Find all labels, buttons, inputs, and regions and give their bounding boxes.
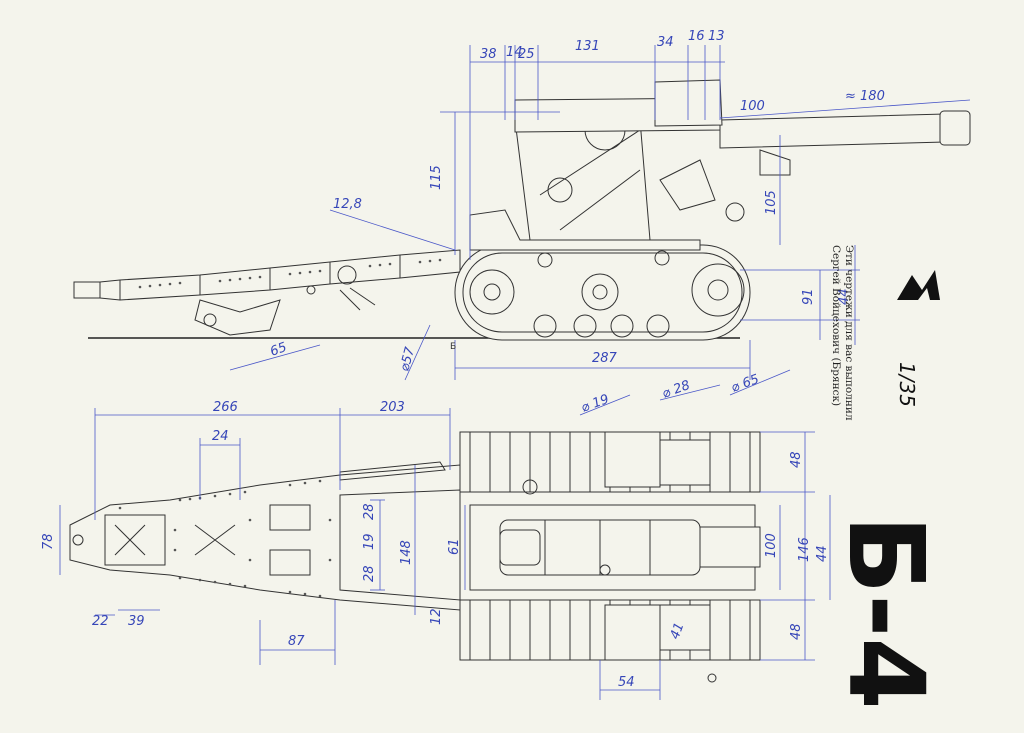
dim-41: 41 [668,621,688,642]
side-track [454,244,751,341]
side-dimension-lines [229,45,971,416]
dim-19-top: 19 [362,533,377,550]
dim-28-top-a: 28 [362,503,377,520]
dim-115: 115 [429,165,444,190]
dim-44: 44 [837,288,852,305]
dim-180: ≈ 180 [845,89,885,104]
dim-48-top: 48 [789,451,804,468]
dim-91: 91 [801,288,816,305]
top-gun [469,479,761,591]
credit-line-1: Эти чертежи для вас выполнил [843,245,855,421]
dim-13: 13 [708,29,725,44]
dim-34: 34 [657,35,674,50]
north-mark [707,673,717,683]
dim-87: 87 [288,634,305,649]
top-dimension-lines [59,408,831,700]
side-view: 38 14 25 131 34 16 13 100 ≈ 180 115 12,8… [73,29,971,416]
side-trail [73,249,461,336]
dim-57: ⌀57 [397,345,418,373]
dim-38: 38 [480,47,497,62]
dim-266: 266 [213,400,238,415]
dim-28-diameter: ⌀ 28 [660,378,692,402]
dim-146: 146 [797,537,812,562]
dim-19-diameter: ⌀ 19 [579,392,611,416]
dim-22: 22 [92,614,109,629]
dim-25: 25 [518,47,535,62]
dim-48-bottom: 48 [789,623,804,640]
dim-54: 54 [618,675,635,690]
dim-28-top-b: 28 [362,565,377,582]
side-gun [469,79,971,251]
dim-65-side: 65 [268,340,289,360]
title-b4: Б-4 [825,515,947,710]
dim-65-diameter: ⌀ 65 [729,372,761,396]
dim-12: 12 [429,608,444,625]
dim-78: 78 [41,533,56,550]
dim-12-8: 12,8 [333,197,362,212]
dim-203: 203 [380,400,405,415]
dim-61: 61 [447,538,462,555]
dim-44-top: 44 [815,545,830,562]
dim-24: 24 [212,429,229,444]
dim-131: 131 [575,39,600,54]
publisher-logo: 1/35 [895,270,940,407]
dim-105: 105 [764,190,779,215]
credit-line-2: Сергей Войцехович (Брянск) [830,245,842,406]
dim-148: 148 [399,540,414,565]
dim-16: 16 [688,29,705,44]
scale-label: 1/35 [895,362,919,407]
dim-100-barrel: 100 [740,99,765,114]
dim-100-top: 100 [764,533,779,558]
dim-287: 287 [592,351,618,366]
dim-14: 14 [506,45,523,60]
mark-b: Б [450,342,456,352]
top-tracks [459,431,761,661]
top-view: 266 203 24 78 22 39 28 19 28 148 61 87 1… [41,400,831,700]
dim-39: 39 [128,614,145,629]
